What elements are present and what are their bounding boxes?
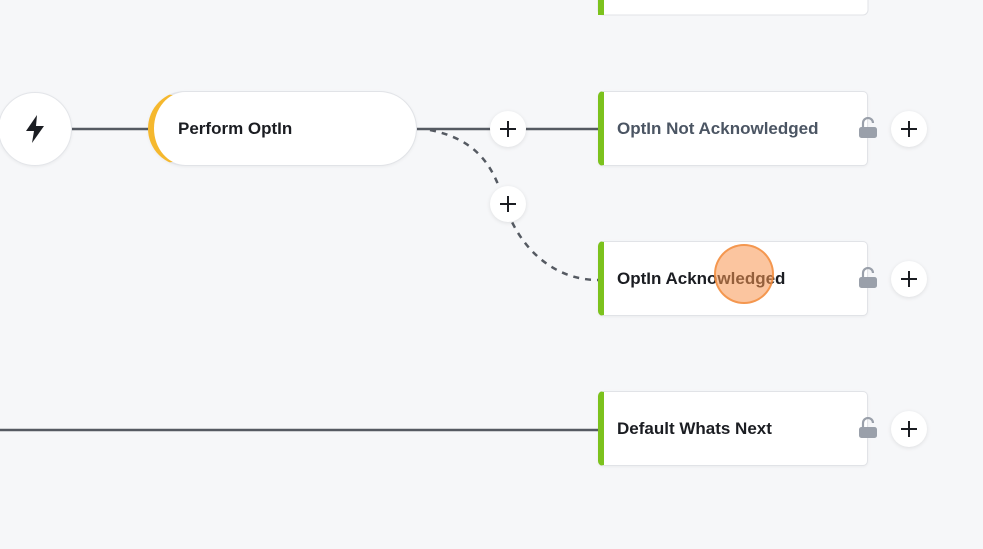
unlock-icon[interactable] [858, 417, 878, 439]
branch-node-label: OptIn Acknowledged [617, 268, 786, 288]
plus-icon [901, 421, 917, 437]
add-after-branch-button[interactable] [891, 111, 927, 147]
branch-node-optin-acknowledged[interactable]: OptIn Acknowledged [598, 241, 868, 316]
lightning-bolt-icon [26, 115, 44, 143]
branch-node-label: OptIn Not Acknowledged [617, 118, 819, 138]
add-branch-step-button[interactable] [490, 186, 526, 222]
partial-branch-node-accent [598, 0, 604, 15]
add-after-branch-button[interactable] [891, 261, 927, 297]
branch-node-default-whats-next[interactable]: Default Whats Next [598, 391, 868, 466]
partial-branch-node-top [597, 0, 869, 16]
plus-icon [500, 121, 516, 137]
unlock-icon[interactable] [858, 117, 878, 139]
add-step-button[interactable] [490, 111, 526, 147]
branch-node-label: Default Whats Next [617, 418, 772, 438]
action-node-perform-optin[interactable]: Perform OptIn [148, 91, 417, 166]
plus-icon [500, 196, 516, 212]
unlock-icon[interactable] [858, 267, 878, 289]
add-after-branch-button[interactable] [891, 411, 927, 447]
branch-node-optin-not-acknowledged[interactable]: OptIn Not Acknowledged [598, 91, 868, 166]
action-node-label: Perform OptIn [178, 118, 293, 138]
plus-icon [901, 271, 917, 287]
trigger-node[interactable] [0, 92, 72, 166]
plus-icon [901, 121, 917, 137]
